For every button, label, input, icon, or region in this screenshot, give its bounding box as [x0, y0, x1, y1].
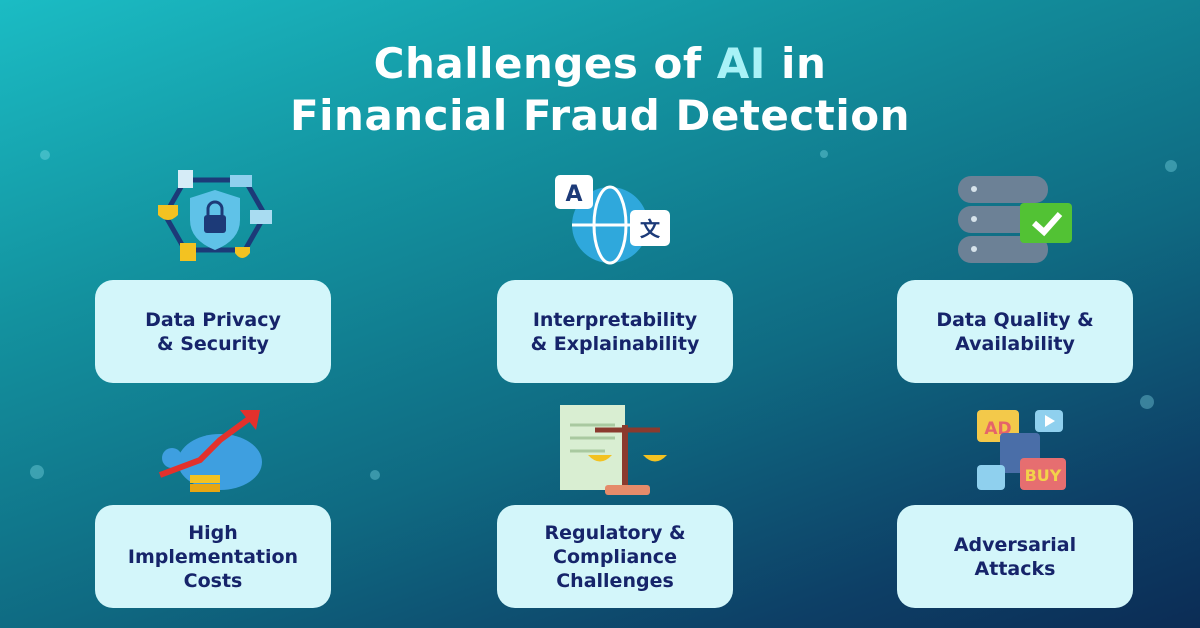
challenge-card-data-quality: Data Quality &Availability	[897, 280, 1133, 383]
decor-bubble	[40, 150, 50, 160]
translate-globe-icon: A 文	[555, 175, 670, 265]
scales-document-icon	[560, 405, 667, 495]
card-label: Attacks	[974, 557, 1056, 580]
adversarial-ads-icon: AD BUY	[977, 410, 1066, 490]
card-label: Compliance	[553, 545, 677, 568]
decor-bubble	[30, 465, 44, 479]
svg-text:A: A	[565, 182, 582, 207]
title-line2: Financial Fraud Detection	[289, 91, 911, 140]
card-label: Interpretability	[532, 308, 698, 331]
challenge-card-interpretability: Interpretability& Explainability	[497, 280, 733, 383]
card-label: Implementation	[127, 545, 299, 568]
card-label: Availability	[955, 332, 1075, 355]
title-text: in	[765, 39, 827, 88]
decor-bubble	[370, 470, 380, 480]
title-text: Challenges of	[373, 39, 717, 88]
title-highlight: AI	[716, 39, 766, 88]
card-label: Costs	[183, 569, 243, 592]
card-label: High	[188, 521, 238, 544]
decor-bubble	[1140, 395, 1154, 409]
page-title: Challenges of AI in Financial Fraud Dete…	[0, 38, 1200, 142]
decor-bubble	[1165, 160, 1177, 172]
svg-text:文: 文	[640, 217, 661, 241]
decor-bubble	[820, 150, 828, 158]
card-label: Challenges	[556, 569, 674, 592]
card-label: Adversarial	[953, 533, 1077, 556]
card-label: Data Quality &	[936, 308, 1094, 331]
security-shield-icon	[158, 170, 272, 261]
card-label: & Explainability	[530, 332, 700, 355]
database-check-icon	[958, 176, 1072, 263]
card-label: & Security	[157, 332, 269, 355]
challenge-card-data-privacy: Data Privacy& Security	[95, 280, 331, 383]
card-label: Regulatory &	[544, 521, 686, 544]
svg-text:BUY: BUY	[1025, 466, 1062, 485]
card-label: Data Privacy	[145, 308, 281, 331]
piggy-bank-growth-icon	[158, 410, 262, 492]
